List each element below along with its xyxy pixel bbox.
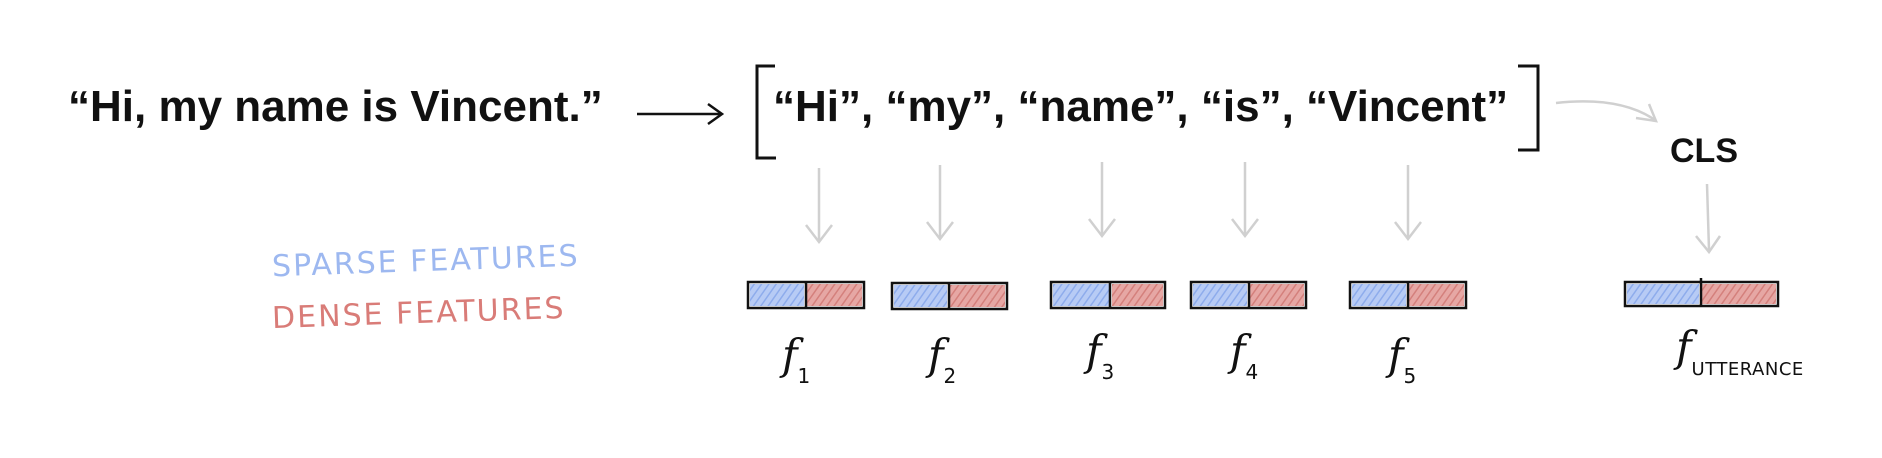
feature-vector-2 [890,281,1009,311]
feature-subscript: 3 [1101,360,1115,384]
down-arrow-cls [1695,183,1722,255]
feature-label-utterance: fUTTERANCE [1676,322,1804,380]
down-arrow-2 [926,165,954,242]
feature-subscript: 2 [943,364,957,388]
right-bracket [1518,64,1540,152]
cls-curved-arrow [1555,100,1658,123]
feature-vector-utterance [1623,278,1780,308]
feature-vector-5 [1348,280,1468,310]
feature-label-4: f4 [1230,326,1258,384]
cls-label: CLS [1670,132,1738,170]
down-arrow-3 [1088,162,1116,239]
token-list: “Hi”, “my”, “name”, “is”, “Vincent” [773,82,1509,131]
feature-label-1: f1 [782,330,810,388]
feature-vector-4 [1189,280,1308,310]
tokenize-arrow [637,102,725,126]
feature-label-5: f5 [1388,330,1416,388]
feature-subscript: 1 [797,364,811,388]
feature-vector-1 [746,280,866,310]
feature-subscript: 4 [1245,360,1259,384]
left-bracket [755,64,776,160]
input-sentence: “Hi, my name is Vincent.” [68,82,603,131]
feature-label-3: f3 [1086,326,1114,384]
feature-vector-3 [1049,280,1167,310]
feature-subscript: UTTERANCE [1691,359,1804,380]
feature-subscript: 5 [1403,364,1417,388]
feature-label-2: f2 [928,330,956,388]
feature-letter: f [1676,322,1692,371]
down-arrow-1 [805,168,833,245]
feature-letter: f [928,330,944,379]
down-arrow-4 [1231,162,1259,239]
down-arrow-5 [1394,165,1422,242]
feature-letter: f [1086,326,1102,375]
feature-letter: f [1388,330,1404,379]
down-arrows [805,162,1722,255]
feature-letter: f [1230,326,1246,375]
feature-letter: f [782,330,798,379]
